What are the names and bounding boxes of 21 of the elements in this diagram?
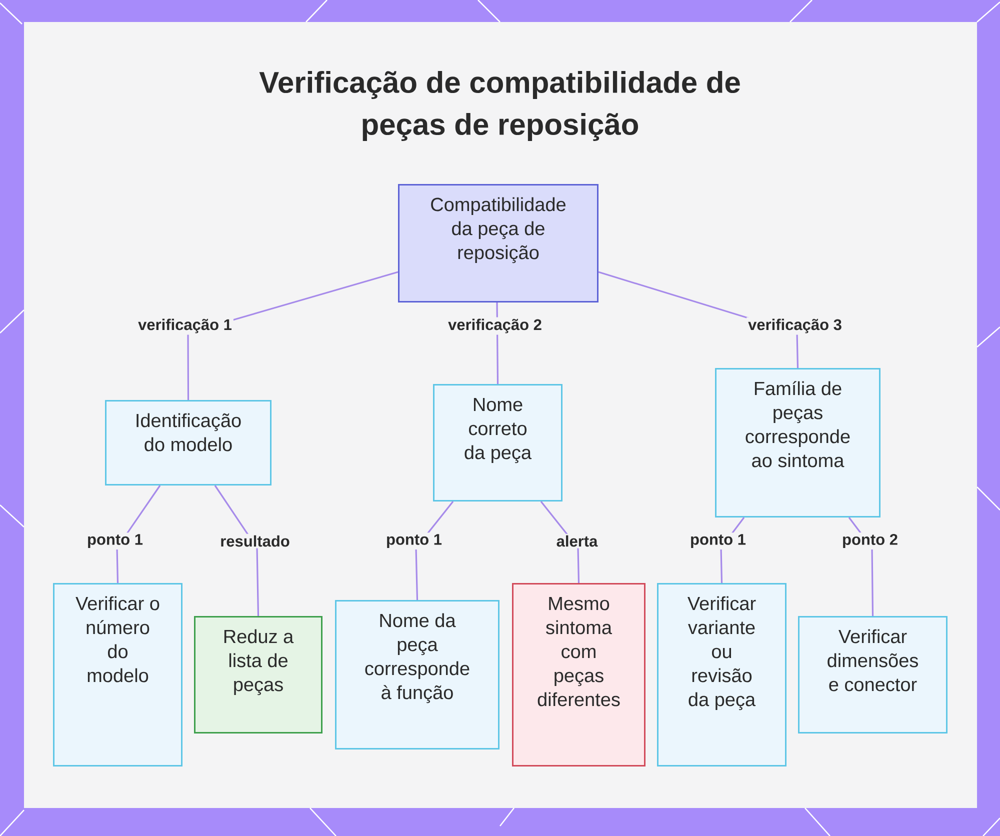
detail-box: Verificar variante ou revisão da peça <box>657 583 786 766</box>
category-box: Nome correto da peça <box>433 384 562 502</box>
category-box: Identificação do modelo <box>105 400 272 486</box>
warning-box: Mesmo sintoma com peças diferentes <box>512 583 646 766</box>
category-box: Família de peças corresponde ao sintoma <box>715 368 880 518</box>
result-box: Reduz a lista de peças <box>194 616 322 734</box>
topic-box: Compatibilidade da peça de reposição <box>398 184 598 302</box>
edge-label: verificação 2 <box>446 317 544 335</box>
edge-label: verificação 3 <box>746 317 844 335</box>
edge-label: ponto 2 <box>840 532 900 550</box>
detail-box: Verificar dimensões e conector <box>798 616 948 734</box>
edge-label: alerta <box>554 534 600 548</box>
edge-label: verificação 1 <box>136 317 234 335</box>
edge-label: ponto 1 <box>86 532 144 550</box>
edge-label: ponto 1 <box>384 532 444 550</box>
connector <box>214 485 260 616</box>
title: Verificação de compatibilidade de peças de reposição <box>259 71 740 141</box>
detail-box: Verificar o número do modelo <box>53 583 182 766</box>
detail-box: Nome da peça corresponde à função <box>335 600 500 750</box>
edge-label: ponto 1 <box>688 532 748 550</box>
edge-label: resultado <box>218 534 292 548</box>
